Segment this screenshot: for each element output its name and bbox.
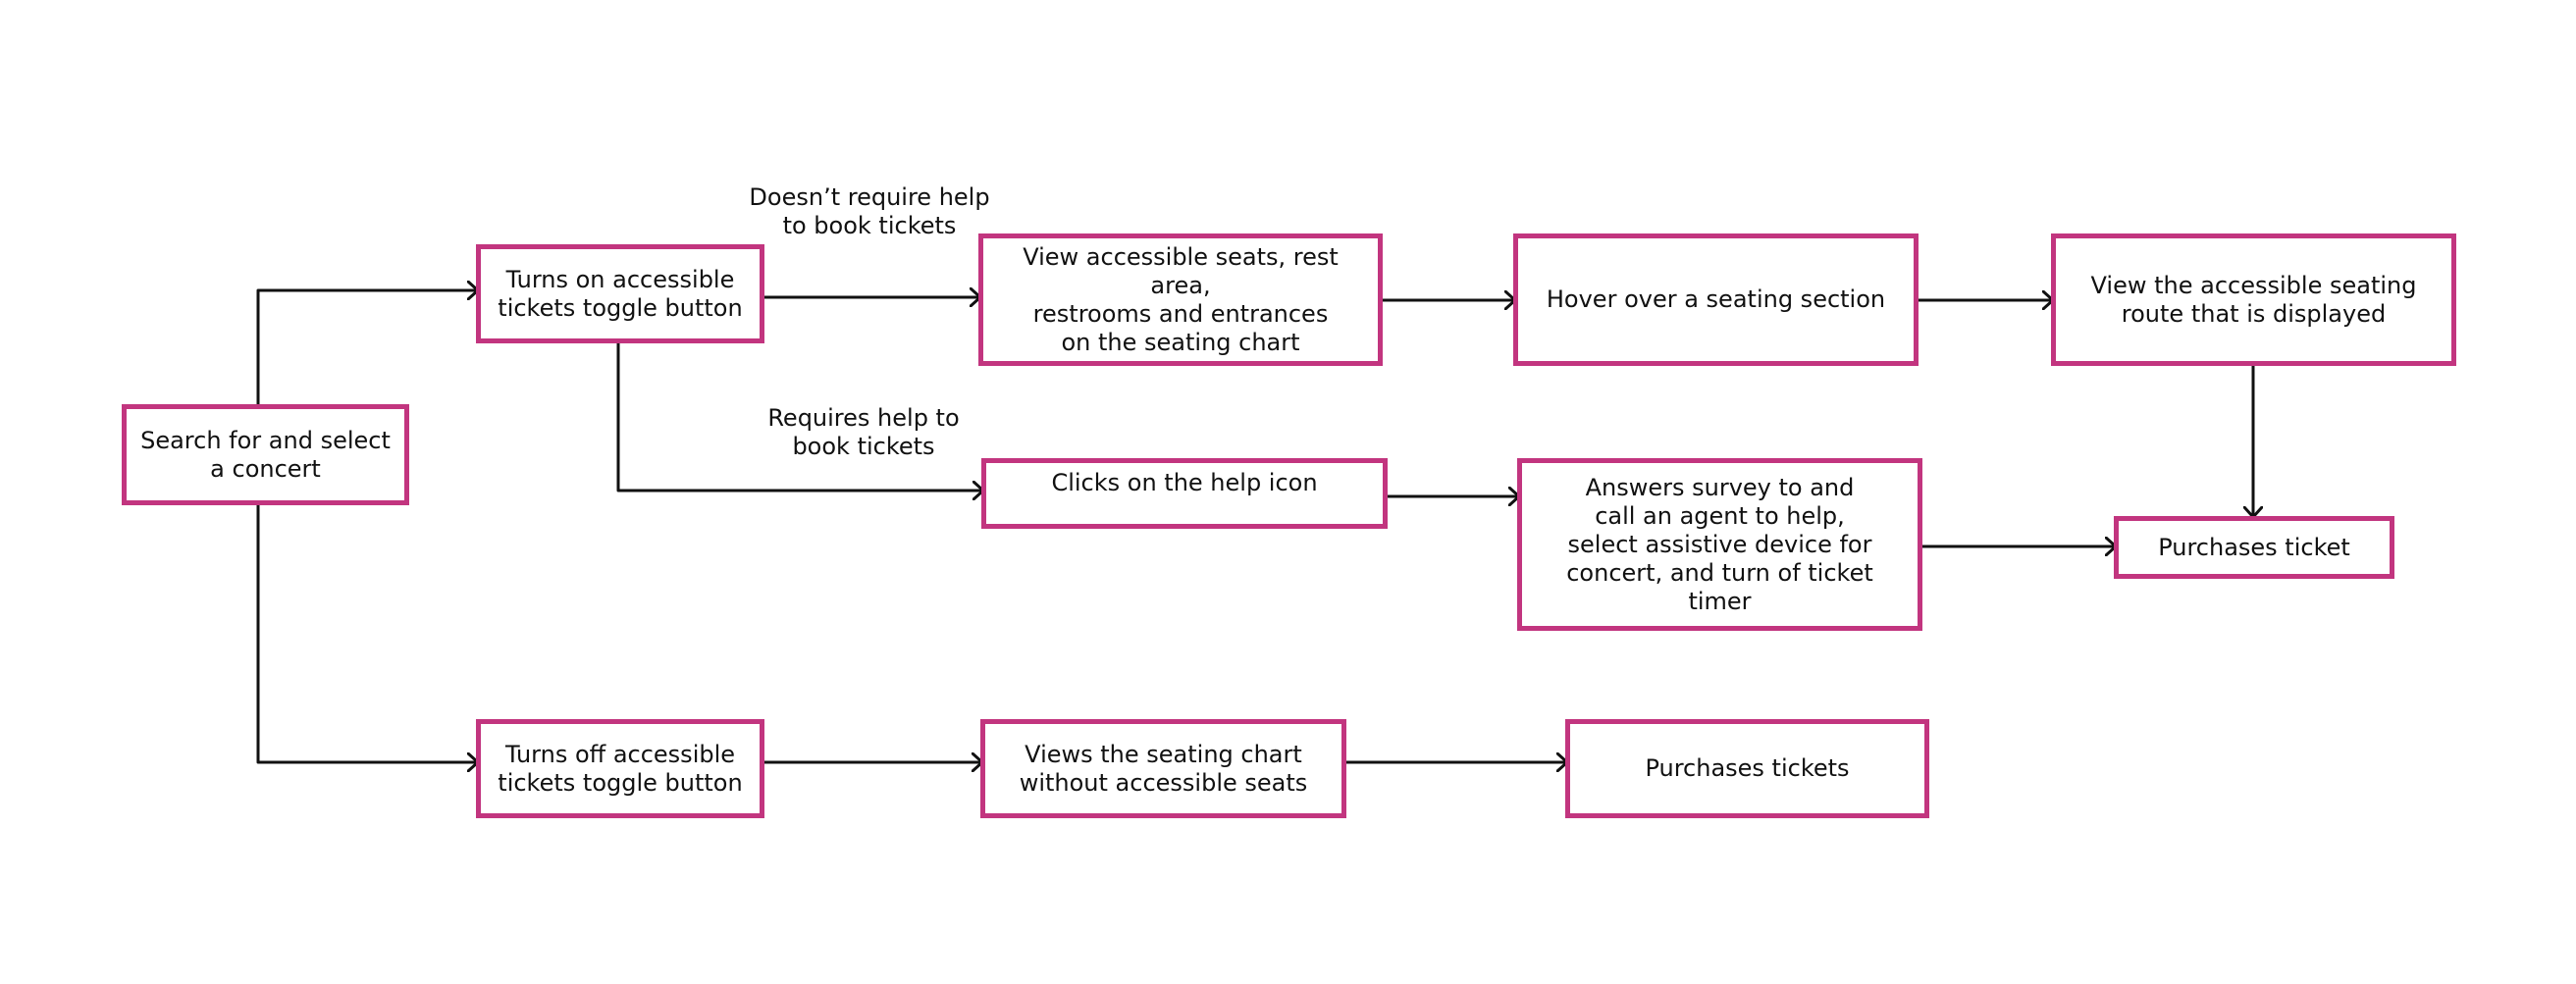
node-click-help-icon: Clicks on the help icon [981,458,1388,529]
node-purchases-ticket: Purchases ticket [2114,516,2394,579]
edge-toggle-on-to-help-icon [616,337,985,491]
edge-label-needs-help: Requires help to book tickets [767,404,960,460]
node-view-chart-no-accessible: Views the seating chart without accessib… [980,719,1346,818]
node-answer-survey: Answers survey to and call an agent to h… [1517,458,1922,631]
edge-search-to-toggle-on [256,290,480,406]
node-view-seating-route: View the accessible seating route that i… [2051,233,2456,366]
node-label: Purchases tickets [1645,754,1850,782]
node-label: Turns off accessible tickets toggle butt… [498,740,743,797]
node-label: Hover over a seating section [1546,285,1886,313]
node-label: Turns on accessible tickets toggle butto… [498,265,743,322]
node-label: Views the seating chart without accessib… [1019,740,1308,797]
node-label: Purchases ticket [2158,533,2350,561]
node-view-accessible-seats: View accessible seats, rest area, restro… [978,233,1383,366]
node-toggle-off: Turns off accessible tickets toggle butt… [476,719,764,818]
edge-label-no-help: Doesn’t require help to book tickets [749,183,990,239]
node-label: View the accessible seating route that i… [2090,271,2417,328]
edge-search-to-toggle-off [256,503,480,762]
node-hover-seating-section: Hover over a seating section [1513,233,1919,366]
node-label: Answers survey to and call an agent to h… [1566,473,1873,615]
node-purchases-tickets: Purchases tickets [1565,719,1929,818]
node-label: Clicks on the help icon [1051,469,1318,496]
node-search-select-concert: Search for and select a concert [122,404,409,505]
node-toggle-on: Turns on accessible tickets toggle butto… [476,244,764,343]
node-label: View accessible seats, rest area, restro… [1023,242,1339,356]
node-label: Search for and select a concert [140,426,391,483]
